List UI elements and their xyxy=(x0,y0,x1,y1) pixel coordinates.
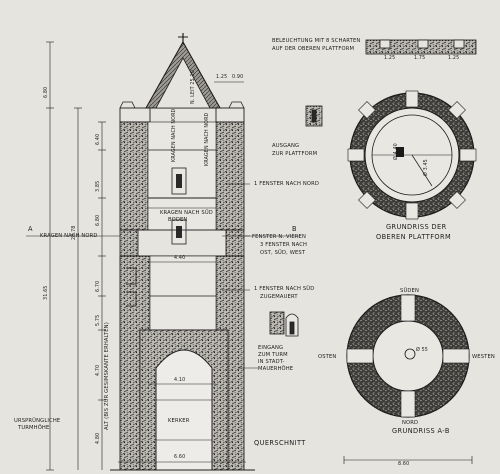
note-fenster-vier-2: 3 FENSTER NACH xyxy=(260,242,308,248)
dim-shaft: 23.78 xyxy=(72,225,77,240)
wall-left-upper xyxy=(119,121,149,231)
note-vertical: ALT (BIS ZUR GESIMSKANTE ERHALTEN) xyxy=(104,322,110,430)
dim-d5: 5.75 xyxy=(96,314,101,326)
note-fenster-nord: 1 FENSTER NACH NORD xyxy=(254,181,320,187)
roof-note: N. LEIT 25.10 xyxy=(191,70,196,104)
note-eingang-3: IN STADT- xyxy=(258,359,285,365)
note-eingang-4: MAUERHÖHE xyxy=(258,366,294,372)
dim-d1: 6.40 xyxy=(96,133,101,145)
compass-south: SÜDEN xyxy=(400,288,419,294)
roof-note-3: KRAGEN NACH NORD xyxy=(205,112,210,166)
compass-north: NORD xyxy=(402,420,419,426)
dim-w-shaft: 4.10 xyxy=(174,378,186,383)
note-urspruengl-2: TURMHÖHE xyxy=(18,425,50,431)
dim-lower-diameter: 8.60 xyxy=(398,462,410,467)
compass-east: OSTEN xyxy=(318,354,337,360)
dim-main-total: 31.65 xyxy=(44,285,49,300)
dim-d3: 6.80 xyxy=(96,214,101,226)
lower-plan-title: GRUNDRISS A-B xyxy=(392,427,450,435)
dim-upper-outer: ø 4.40 xyxy=(394,143,399,160)
tower-section xyxy=(110,33,255,471)
note-fenster-sued-2: ZUGEMAUERT xyxy=(260,294,298,300)
dim-crenel-2: 1.75 xyxy=(414,56,426,61)
upper-platform-plan xyxy=(347,90,477,220)
dimension-lines xyxy=(26,41,300,471)
kerker-vault xyxy=(155,349,213,471)
note-fenster-sued-1: 1 FENSTER NACH SÜD xyxy=(254,286,315,292)
dim-roof-2: 0.90 xyxy=(232,75,244,80)
note-urspruengl-1: URSPRÜNGLICHE xyxy=(14,418,61,424)
lower-plan xyxy=(343,294,473,464)
compass-west: WESTEN xyxy=(472,354,495,360)
dim-d7: 4.80 xyxy=(96,432,101,444)
dim-d2: 3.85 xyxy=(96,180,101,192)
section-mark-a: A xyxy=(28,225,33,233)
dim-crenel-3: 1.25 xyxy=(448,56,460,61)
dim-crenel-1: 1.25 xyxy=(384,56,396,61)
upper-plan-title-2: OBEREN PLATTFORM xyxy=(376,233,452,241)
dim-roof-1: 1.25 xyxy=(216,75,228,80)
dim-w-base: 6.60 xyxy=(174,455,186,460)
note-fenster-vier-3: OST, SÜD, WEST xyxy=(260,250,306,256)
section-title: QUERSCHNITT xyxy=(254,439,306,447)
detail-sketches xyxy=(269,39,477,337)
upper-plan-title-1: GRUNDRISS DER xyxy=(386,223,447,231)
note-beleuchtung-1: BELEUCHTUNG MIT 8 SCHARTEN xyxy=(272,38,361,44)
roof-note-2: KRAGEN NACH NORD xyxy=(172,108,177,162)
dim-upper-inner: ø 3.45 xyxy=(424,159,429,176)
dim-w-mid: 4.40 xyxy=(174,256,186,261)
note-fenster-vier-1: FENSTER N. VIEREN xyxy=(252,234,306,240)
note-eingang-2: ZUM TURM xyxy=(258,352,288,358)
note-ausgang-1: AUSGANG xyxy=(272,143,300,149)
dim-lower-inner: ø 55 xyxy=(416,348,429,353)
note-eingang-1: EINGANG xyxy=(258,345,284,351)
section-mark-b: B xyxy=(292,225,297,233)
dim-d6: 4.70 xyxy=(96,364,101,376)
dim-top-total: 6.80 xyxy=(44,86,49,98)
note-kerker: KERKER xyxy=(168,418,190,424)
note-boden: BODEN xyxy=(168,217,188,223)
wall-right-upper xyxy=(215,121,245,231)
note-kragen-nord: KRAGEN NACH NORD xyxy=(40,233,98,239)
note-beleuchtung-2: AUF DER OBEREN PLATTFORM xyxy=(272,46,355,52)
dim-d4: 6.70 xyxy=(96,280,101,292)
note-ausgang-2: ZUR PLATTFORM xyxy=(272,151,318,157)
note-kragen-sued: KRAGEN NACH SÜD xyxy=(160,210,213,216)
